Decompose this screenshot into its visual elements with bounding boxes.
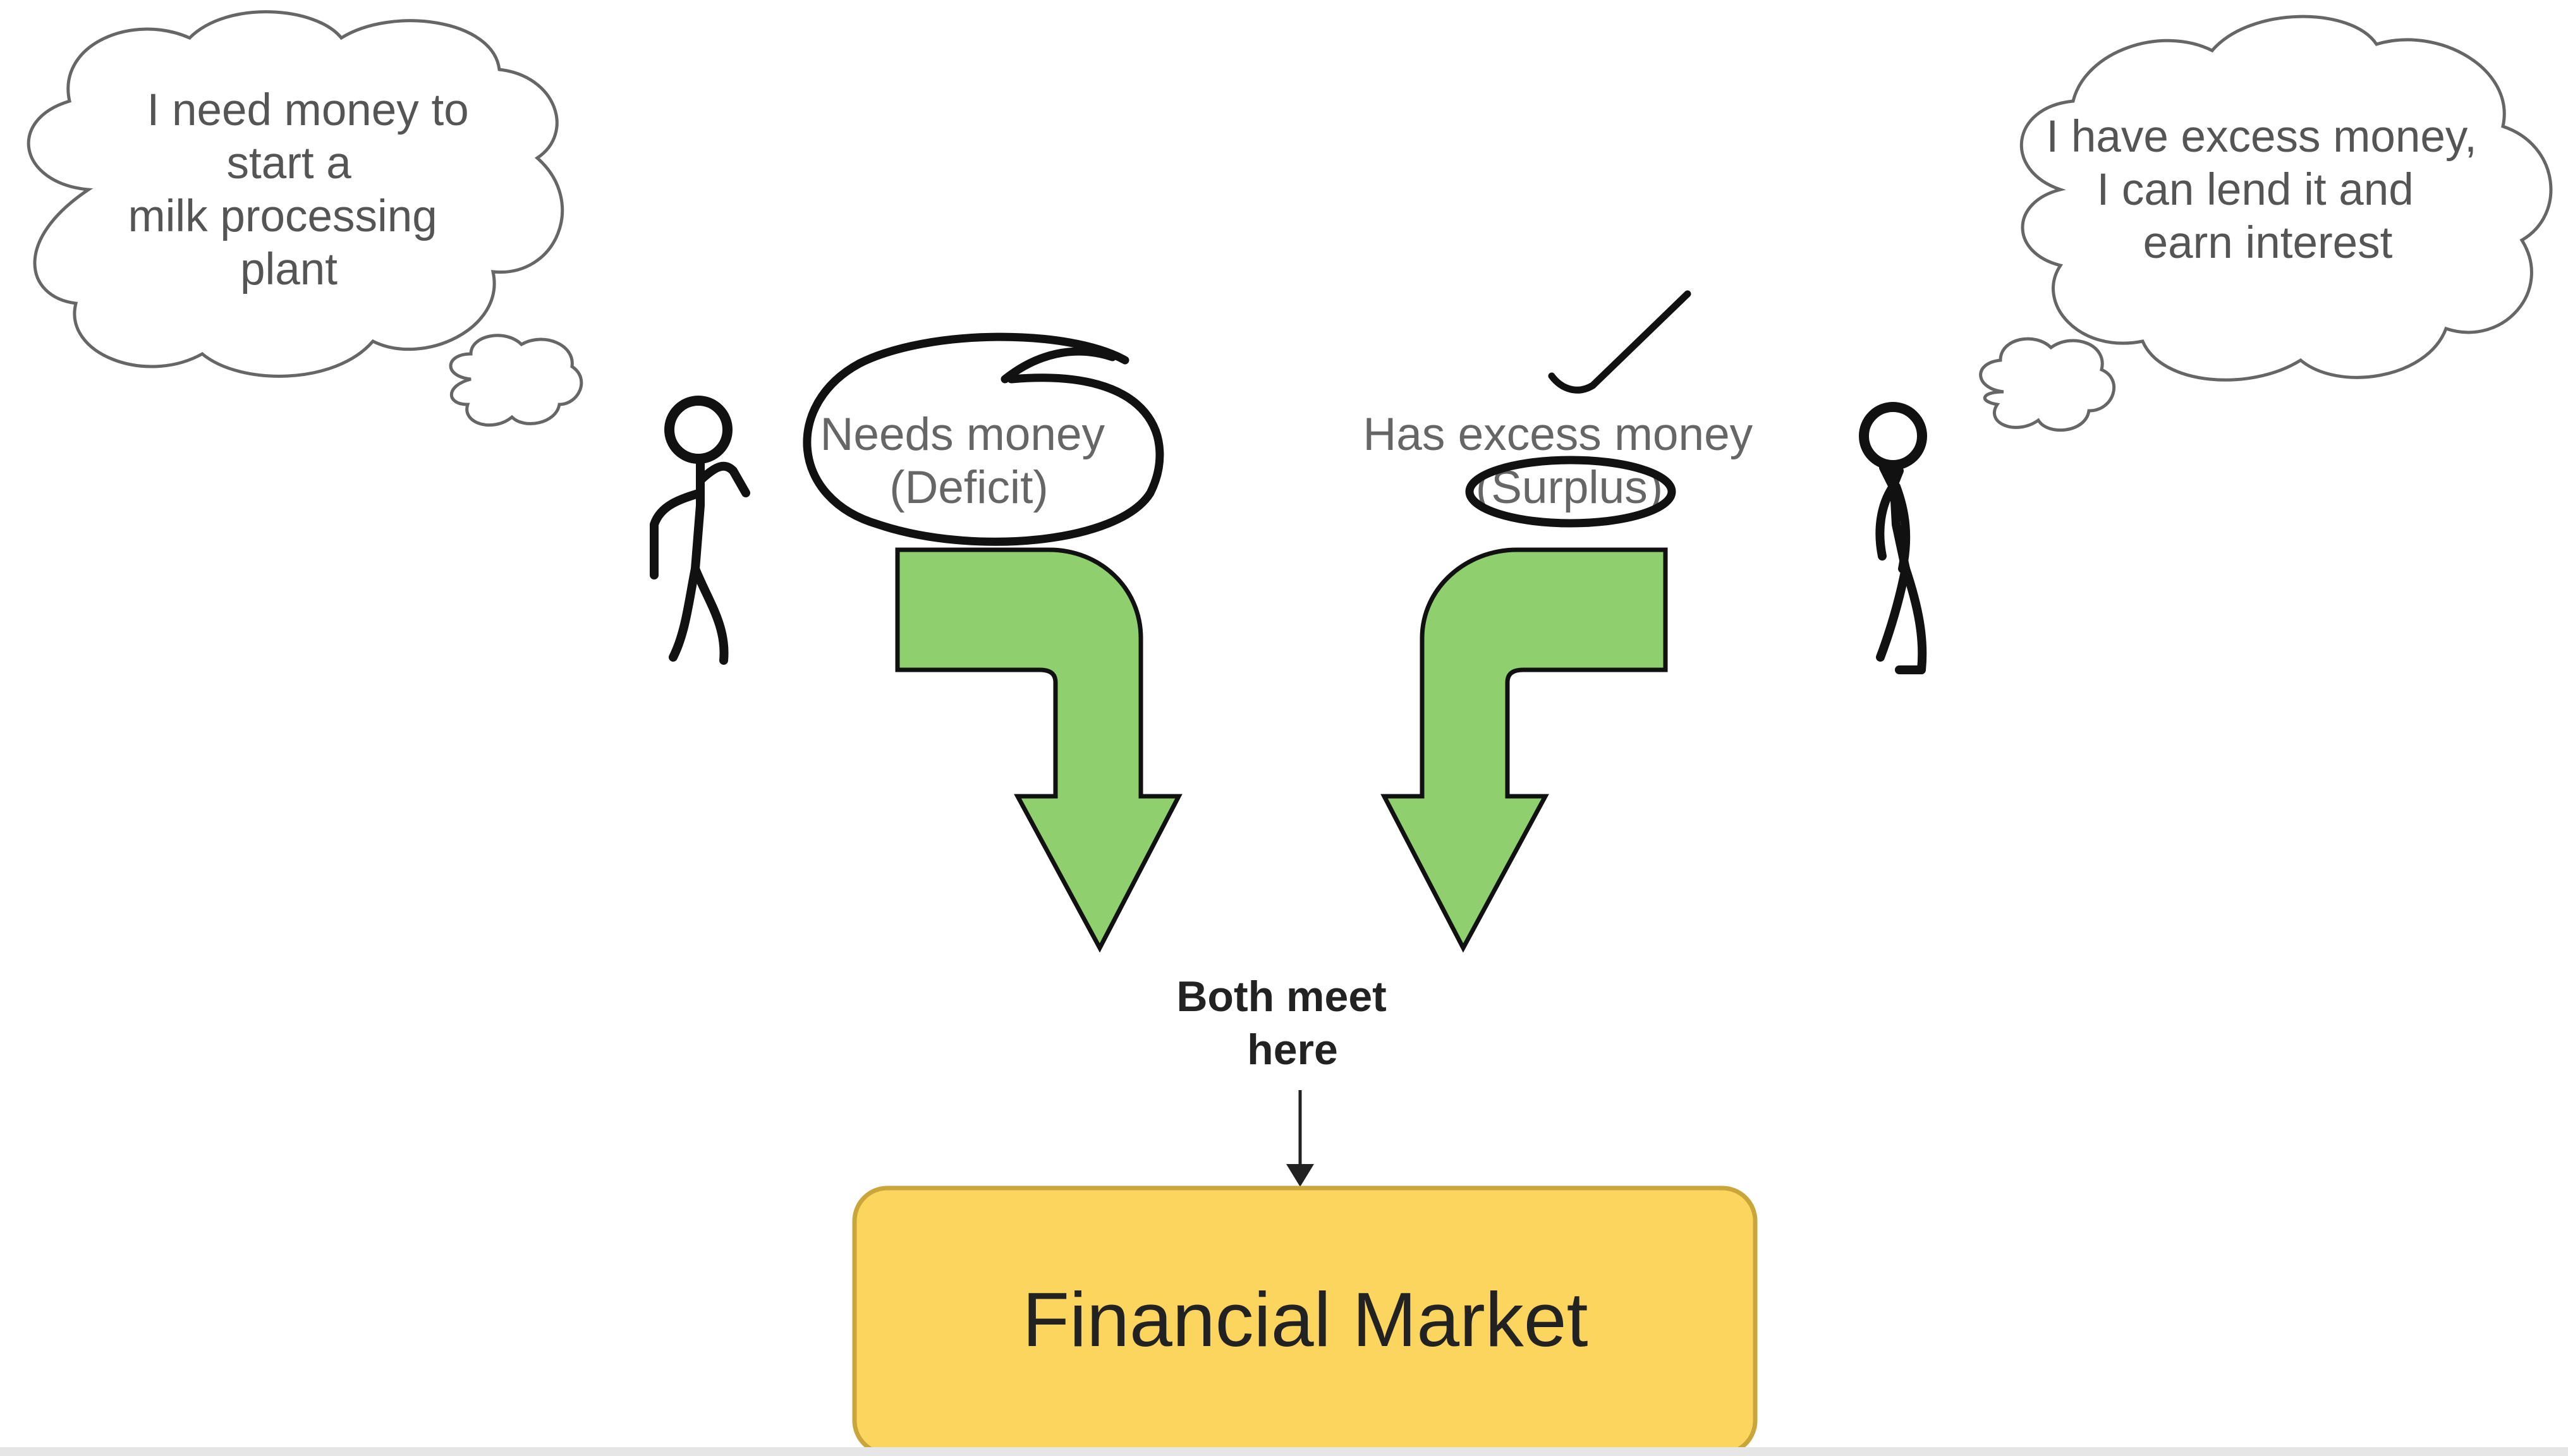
lender-thought-line-2: I can lend it and <box>2096 165 2413 215</box>
lender-label: Has excess money (Surplus) <box>1363 290 1753 528</box>
borrower-stick-figure <box>650 396 750 665</box>
financial-market-box: Financial Market <box>852 1186 1758 1456</box>
deficit-hand-drawn-circle <box>803 332 1164 546</box>
lender-thought-line-3: earn interest <box>2143 218 2393 268</box>
borrower-thought-cloud-shape <box>27 10 564 378</box>
check-mark-icon <box>1548 290 1691 394</box>
lender-thought-text: I have excess money, I can lend it and e… <box>2046 112 2489 268</box>
borrower-thought-line-3: milk processing <box>128 191 437 241</box>
borrower-label-line-1: Needs money <box>820 409 1105 460</box>
meeting-pointer-arrow-head-icon <box>1286 1164 1314 1187</box>
bottom-edge-strip <box>0 1447 2568 1456</box>
borrower-label-text: Needs money (Deficit) <box>820 409 1118 513</box>
borrower-thought-line-1: I need money to <box>147 85 469 135</box>
borrower-flow-arrow <box>895 547 1183 953</box>
borrower-thought-line-4: plant <box>240 245 338 294</box>
lender-stick-figure <box>1859 402 1927 674</box>
borrower-label-line-2: (Deficit) <box>889 462 1048 513</box>
lender-thought-line-1: I have excess money, <box>2046 112 2476 162</box>
borrower-thought-text: I need money to start a milk processing … <box>128 85 481 294</box>
borrower-thought-bubble: I need money to start a milk processing … <box>27 10 583 427</box>
lender-thought-cloud-shape <box>2019 15 2553 382</box>
deficit-hand-drawn-scribble <box>1001 347 1117 384</box>
meeting-point-line-1: Both meet <box>1176 973 1386 1021</box>
borrower-label: Needs money (Deficit) <box>803 332 1164 546</box>
lender-thought-bubble: I have excess money, I can lend it and e… <box>1979 15 2553 432</box>
financial-market-label: Financial Market <box>1023 1277 1588 1362</box>
borrower-thought-tail-cloud <box>449 334 583 427</box>
meeting-point-text: Both meet here <box>1176 973 1398 1074</box>
borrower-thought-line-2: start a <box>226 138 351 188</box>
meeting-point-line-2: here <box>1247 1026 1338 1074</box>
lender-flow-arrow <box>1380 547 1668 953</box>
lender-thought-tail-cloud <box>1979 337 2116 432</box>
surplus-hand-drawn-circle <box>1465 456 1676 528</box>
meeting-point-callout: Both meet here <box>1176 973 1398 1187</box>
lender-label-line-1: Has excess money <box>1363 409 1753 460</box>
